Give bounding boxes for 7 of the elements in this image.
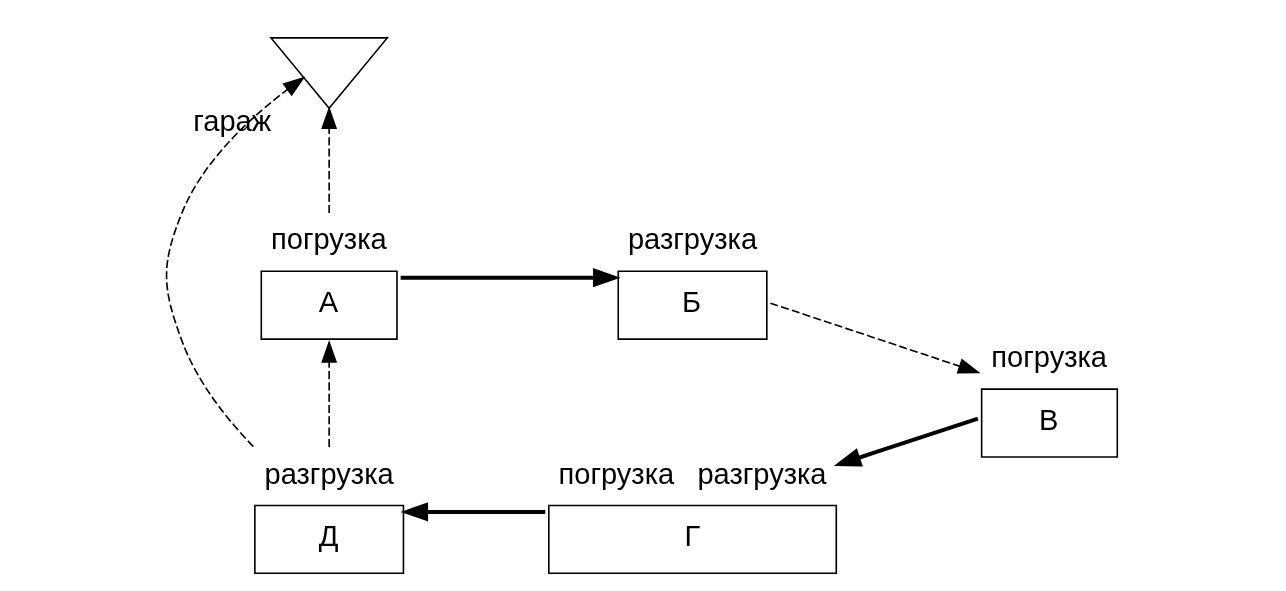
node-label: погрузка bbox=[557, 457, 674, 490]
node-label: разгрузка bbox=[696, 457, 827, 490]
node-label: погрузка bbox=[990, 341, 1107, 374]
node-label: гараж bbox=[192, 105, 271, 138]
node-label: разгрузка bbox=[627, 223, 757, 256]
node-label: разгрузка bbox=[264, 457, 394, 490]
node-label: погрузка bbox=[270, 223, 387, 256]
